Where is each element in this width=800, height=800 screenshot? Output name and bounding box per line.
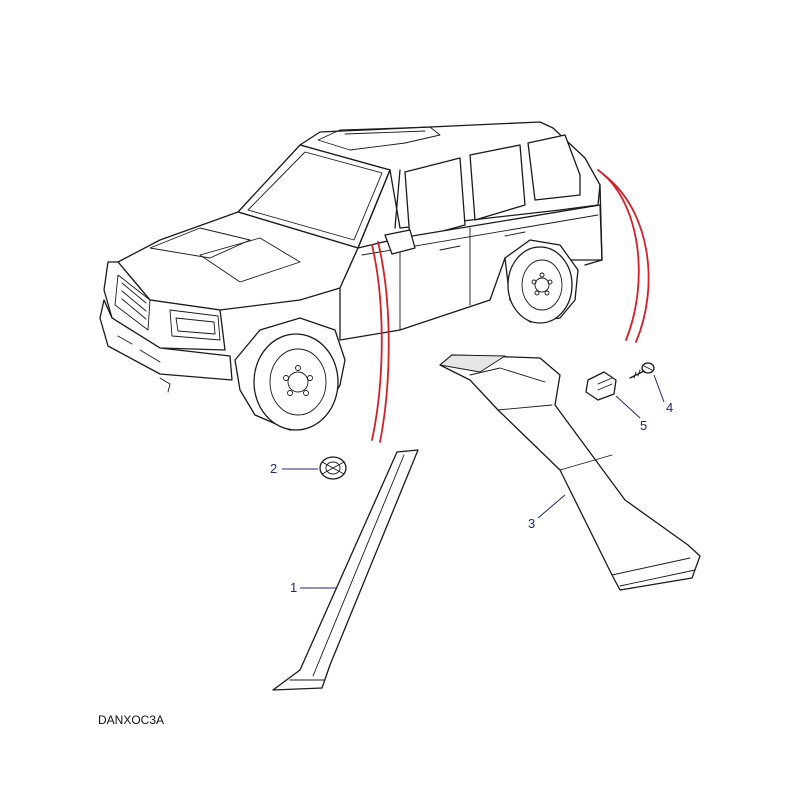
- callout-1: 1: [290, 580, 297, 595]
- callout-4: 4: [666, 400, 673, 415]
- drawing-code: DANXOC3A: [98, 713, 164, 727]
- callout-3: 3: [528, 516, 535, 531]
- callout-5: 5: [640, 418, 647, 433]
- part-5-retainer: [585, 371, 617, 401]
- part-1-pillar-trim: [272, 449, 419, 691]
- part-3-pillar-trim: [439, 354, 701, 591]
- location-leaders: [371, 169, 650, 443]
- callout-2: 2: [270, 461, 277, 476]
- callouts: 1 2 3 4 5: [270, 374, 673, 595]
- vehicle-illustration: [99, 121, 603, 431]
- part-4-screw: [629, 362, 655, 379]
- part-2-clip: [319, 456, 347, 480]
